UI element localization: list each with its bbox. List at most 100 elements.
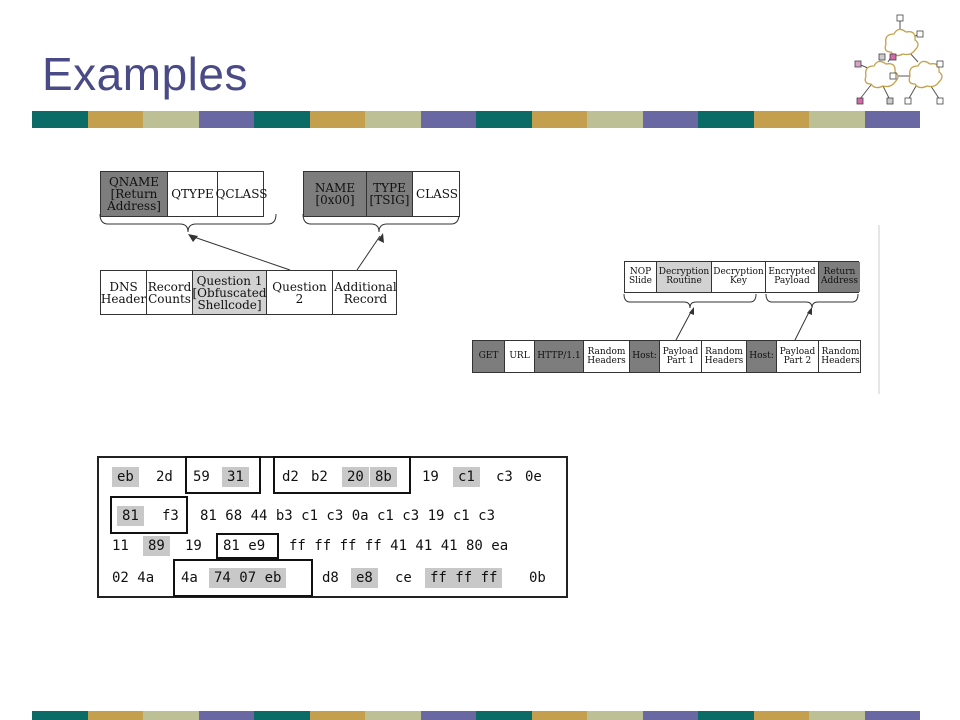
hex-byte: b2 [311, 469, 328, 485]
byte-group-frame [173, 559, 313, 597]
hex-byte: 0b [529, 570, 546, 586]
stripe-segment [87, 111, 143, 128]
stripe-segment [698, 711, 754, 720]
question2-field: Question 2 [266, 271, 332, 314]
encrypted-payload-field: Encrypted Payload [765, 262, 818, 292]
decryption-key-field: Decryption Key [711, 262, 765, 292]
return-address-field: Return Address [818, 262, 860, 292]
type-field: TYPE [TSIG] [366, 172, 412, 216]
random-headers-field: Random Headers [583, 341, 629, 372]
record-counts-field: Record Counts [146, 271, 192, 314]
dns-question-record: QNAME [Return Address] QTYPE QCLASS [100, 171, 267, 217]
stripe-segment [143, 711, 199, 720]
byte-group-frame [110, 496, 188, 534]
hex-byte: 0e [525, 469, 542, 485]
hex-byte: 4a [181, 570, 198, 586]
host-field: Host: [629, 341, 659, 372]
http-version-field: HTTP/1.1 [534, 341, 583, 372]
hex-byte: 89 [143, 536, 170, 556]
byte-group-frame [185, 456, 261, 494]
hex-byte: c1 [453, 467, 480, 487]
byte-group-frame [273, 456, 411, 494]
hex-byte: d8 [322, 570, 339, 586]
hex-byte-sequence: ff ff ff [425, 568, 503, 588]
stripe-segment [753, 111, 809, 128]
hex-byte: 81 [117, 506, 144, 526]
stripe-segment [32, 711, 88, 720]
dns-header-field: DNS Header [100, 279, 147, 306]
hex-byte: f3 [162, 508, 179, 524]
stripe-segment [642, 711, 698, 720]
http-request: GET URL HTTP/1.1 Random Headers Host: Pa… [472, 340, 861, 373]
stripe-segment [531, 711, 587, 720]
stripe-segment [254, 711, 310, 720]
stripe-segment [698, 111, 754, 128]
hex-byte: d2 [282, 469, 299, 485]
http-payload-breakdown: NOP Slide Decryption Routine Decryption … [624, 261, 860, 293]
random-headers-field: Random Headers [701, 341, 746, 372]
stripe-segment [365, 111, 421, 128]
hex-byte: ce [395, 570, 412, 586]
hex-dump-panel: eb 2d 59 31 d2 b2 20 8b 19 c1 c3 0e 81 f… [97, 456, 568, 598]
footer-stripe [32, 711, 920, 720]
hex-byte-sequence: 81 68 44 b3 c1 c3 0a c1 c3 19 c1 c3 [200, 508, 496, 524]
stripe-segment [198, 111, 254, 128]
stripe-segment [642, 111, 698, 128]
random-headers-field: Random Headers [818, 341, 862, 372]
stripe-segment [420, 711, 476, 720]
hex-byte: e8 [351, 568, 378, 588]
qclass-field: QCLASS [216, 172, 267, 216]
hex-byte-sequence: ff ff ff ff 41 41 41 80 ea [289, 538, 509, 554]
decryption-routine-field: Decryption Routine [656, 262, 711, 292]
qname-field: QNAME [Return Address] [101, 172, 167, 216]
payload-part1-field: Payload Part 1 [659, 341, 701, 372]
stripe-segment [365, 711, 421, 720]
stripe-segment [143, 111, 199, 128]
stripe-segment [198, 711, 254, 720]
stripe-segment [809, 711, 865, 720]
stripe-segment [87, 711, 143, 720]
dns-packet: DNS Header Record Counts Question 1 [Obf… [100, 270, 397, 315]
url-field: URL [504, 341, 534, 372]
stripe-segment [809, 111, 865, 128]
name-field: NAME [0x00] [304, 172, 366, 216]
payload-part2-field: Payload Part 2 [776, 341, 818, 372]
stripe-segment [587, 711, 643, 720]
hex-byte: 8b [370, 467, 397, 487]
stripe-segment [753, 711, 809, 720]
byte-group-frame [216, 533, 279, 559]
hex-byte: 2d [156, 469, 173, 485]
hex-byte: 11 [112, 538, 129, 554]
hex-byte: c3 [496, 469, 513, 485]
stripe-segment [587, 111, 643, 128]
stripe-segment [309, 711, 365, 720]
get-field: GET [473, 341, 504, 372]
stripe-segment [309, 111, 365, 128]
stripe-segment [32, 111, 88, 128]
hex-byte: 19 [185, 538, 202, 554]
hex-byte-sequence: 02 4a [112, 570, 155, 586]
dns-additional-record: NAME [0x00] TYPE [TSIG] CLASS [303, 171, 460, 217]
hex-byte: eb [112, 467, 139, 487]
network-clouds-icon [854, 14, 944, 105]
stripe-segment [476, 711, 532, 720]
hex-byte: 31 [222, 467, 249, 487]
additional-record-field: Additional Record [332, 271, 398, 314]
slide-title: Examples [42, 48, 248, 100]
stripe-segment [476, 111, 532, 128]
stripe-segment [254, 111, 310, 128]
stripe-segment [864, 111, 920, 128]
stripe-segment [531, 111, 587, 128]
hex-byte: 20 [342, 467, 369, 487]
nop-slide-field: NOP Slide [628, 267, 652, 286]
hex-byte: 19 [422, 469, 439, 485]
hex-byte: 81 e9 [223, 538, 266, 554]
qtype-field: QTYPE [167, 172, 217, 216]
host-field: Host: [746, 341, 776, 372]
class-field: CLASS [412, 172, 461, 216]
hex-byte: 59 [193, 469, 210, 485]
stripe-segment [420, 111, 476, 128]
header-stripe [32, 111, 920, 128]
stripe-segment [864, 711, 920, 720]
